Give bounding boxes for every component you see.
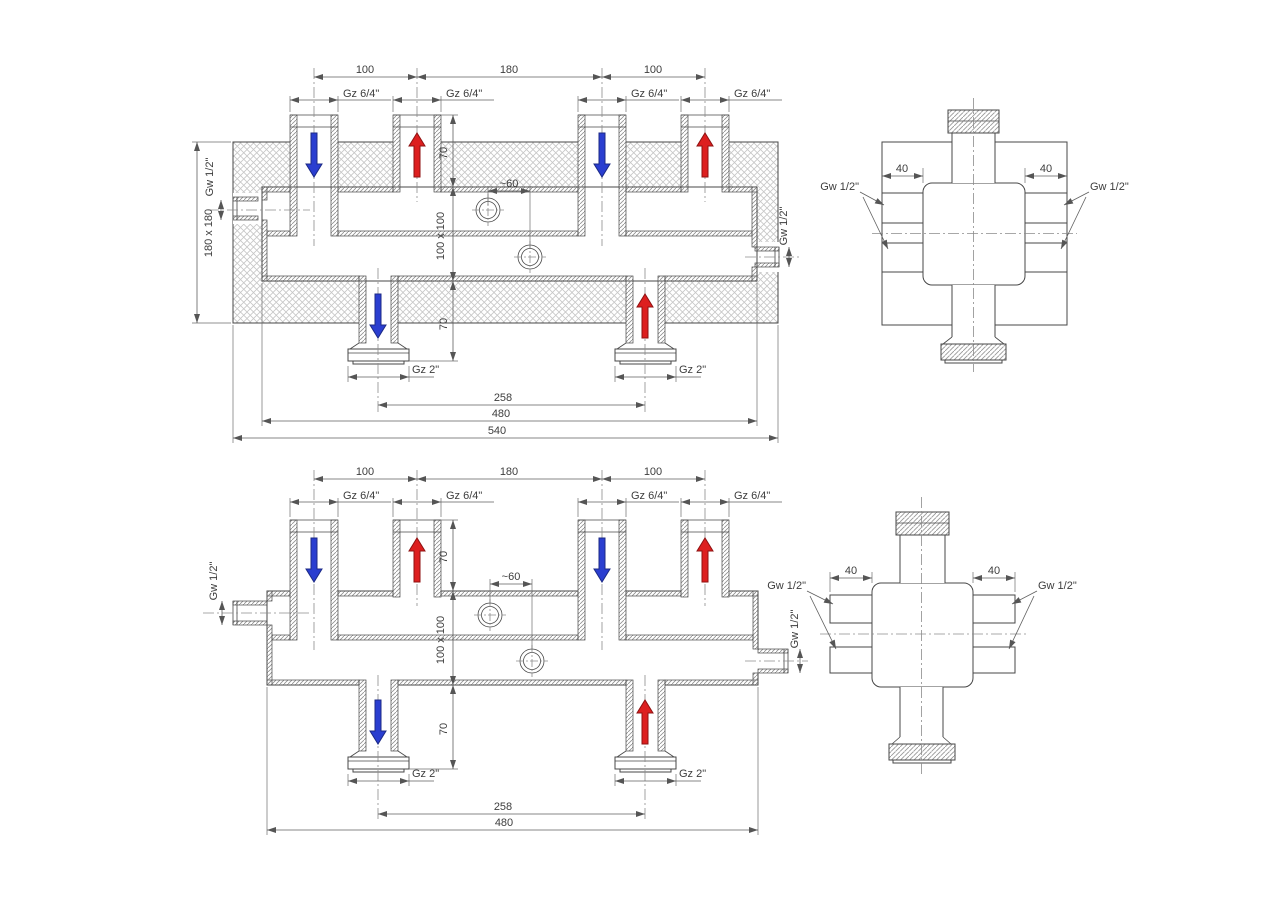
left-port-label: Gw 1/2" (767, 580, 806, 592)
dim-pitch-3: 100 (644, 64, 662, 76)
left-port-label: Gw 1/2" (204, 158, 216, 197)
top-pipe (895, 511, 950, 583)
flow-arrows (305, 537, 714, 745)
dim-offset-right: 40 (1040, 163, 1052, 175)
side-view-bare: 40 40 Gw 1/2" Gw 1/2" (767, 497, 1077, 775)
body-section-outline (871, 582, 974, 688)
dim-gauge-offset: ~60 (500, 178, 519, 190)
flow-arrow-up (636, 699, 654, 745)
dim-body-section: 100 x 100 (435, 212, 447, 260)
top-stubs (289, 519, 730, 641)
dim-stub-height-bottom: 70 (438, 723, 450, 735)
centerlines (820, 497, 1027, 775)
thread-label: Gz 6/4" (631, 88, 667, 100)
right-port-label: Gw 1/2" (1038, 580, 1077, 592)
dim-pitch-1: 100 (356, 466, 374, 478)
dim-pitch-2: 180 (500, 466, 518, 478)
left-port (232, 196, 259, 221)
flow-arrow-up (696, 537, 714, 583)
dim-stub-height-bottom: 70 (438, 318, 450, 330)
body-section-outline (922, 182, 1026, 286)
bottom-stubs (347, 679, 677, 773)
dim-offset-left: 40 (896, 163, 908, 175)
bottom-pipe (888, 687, 956, 764)
thread-label: Gz 6/4" (734, 88, 770, 100)
flow-arrows (305, 132, 714, 339)
flow-arrow-down (305, 537, 323, 583)
dim-offset-left: 40 (845, 565, 857, 577)
dim-body-section: 100 x 100 (435, 616, 447, 664)
right-port (754, 246, 780, 268)
dim-span-ports: 258 (494, 801, 512, 813)
dim-span-ports: 258 (494, 392, 512, 404)
dim-pitch-1: 100 (356, 64, 374, 76)
dim-gauge-offset: ~60 (502, 571, 521, 583)
flow-arrow-up (408, 132, 426, 178)
flow-arrow-down (369, 293, 387, 339)
dim-offset-right: 40 (988, 565, 1000, 577)
dimensions: 40 40 Gw 1/2" Gw 1/2" (820, 163, 1129, 250)
dim-stub-height-top: 70 (438, 147, 450, 159)
dim-pitch-2: 180 (500, 64, 518, 76)
dimensions: 40 40 Gw 1/2" Gw 1/2" (767, 565, 1077, 650)
body-walls (266, 590, 759, 686)
dim-span-body: 480 (495, 817, 513, 829)
thread-label: Gz 6/4" (734, 490, 770, 502)
centerlines (872, 98, 1077, 372)
front-view-bare: 100 180 100 Gz 6/4" Gz 6/4" Gz 6/4" Gz 6… (203, 466, 808, 835)
flow-arrow-down (593, 537, 611, 583)
thread-label: Gz 6/4" (343, 490, 379, 502)
flow-arrow-down (305, 132, 323, 178)
dimensions: 100 180 100 Gz 6/4" Gz 6/4" Gz 6/4" Gz 6… (208, 466, 803, 835)
flow-arrow-down (593, 132, 611, 178)
flow-arrow-up (408, 537, 426, 583)
bottom-stubs (347, 275, 677, 365)
bottom-thread-label: Gz 2" (412, 364, 439, 376)
right-port-label: Gw 1/2" (778, 207, 790, 246)
side-port-bores (829, 594, 1016, 674)
bottom-thread-label: Gz 2" (412, 768, 439, 780)
thread-label: Gz 6/4" (343, 88, 379, 100)
thread-label: Gz 6/4" (446, 88, 482, 100)
dim-insulation-section: 180 x 180 (203, 209, 215, 257)
right-port-label: Gw 1/2" (789, 610, 801, 649)
thread-label: Gz 6/4" (631, 490, 667, 502)
right-port-label: Gw 1/2" (1090, 181, 1129, 193)
bottom-thread-label: Gz 2" (679, 364, 706, 376)
left-port-label: Gw 1/2" (820, 181, 859, 193)
dimensions: 100 180 100 Gz 6/4" Gz 6/4" Gz 6/4" Gz 6… (192, 64, 792, 443)
flow-arrow-up (636, 293, 654, 339)
flow-arrow-down (369, 699, 387, 745)
dim-pitch-3: 100 (644, 466, 662, 478)
front-view-insulated: 100 180 100 Gz 6/4" Gz 6/4" Gz 6/4" Gz 6… (192, 64, 802, 443)
thread-label: Gz 6/4" (446, 490, 482, 502)
flow-arrow-up (696, 132, 714, 178)
side-port-bores (881, 192, 1068, 273)
dim-span-overall: 540 (488, 425, 506, 437)
dim-span-body: 480 (492, 408, 510, 420)
side-view-insulated: 40 40 Gw 1/2" Gw 1/2" (820, 98, 1129, 372)
dim-stub-height-top: 70 (438, 551, 450, 563)
left-port-label: Gw 1/2" (208, 562, 220, 601)
bottom-thread-label: Gz 2" (679, 768, 706, 780)
